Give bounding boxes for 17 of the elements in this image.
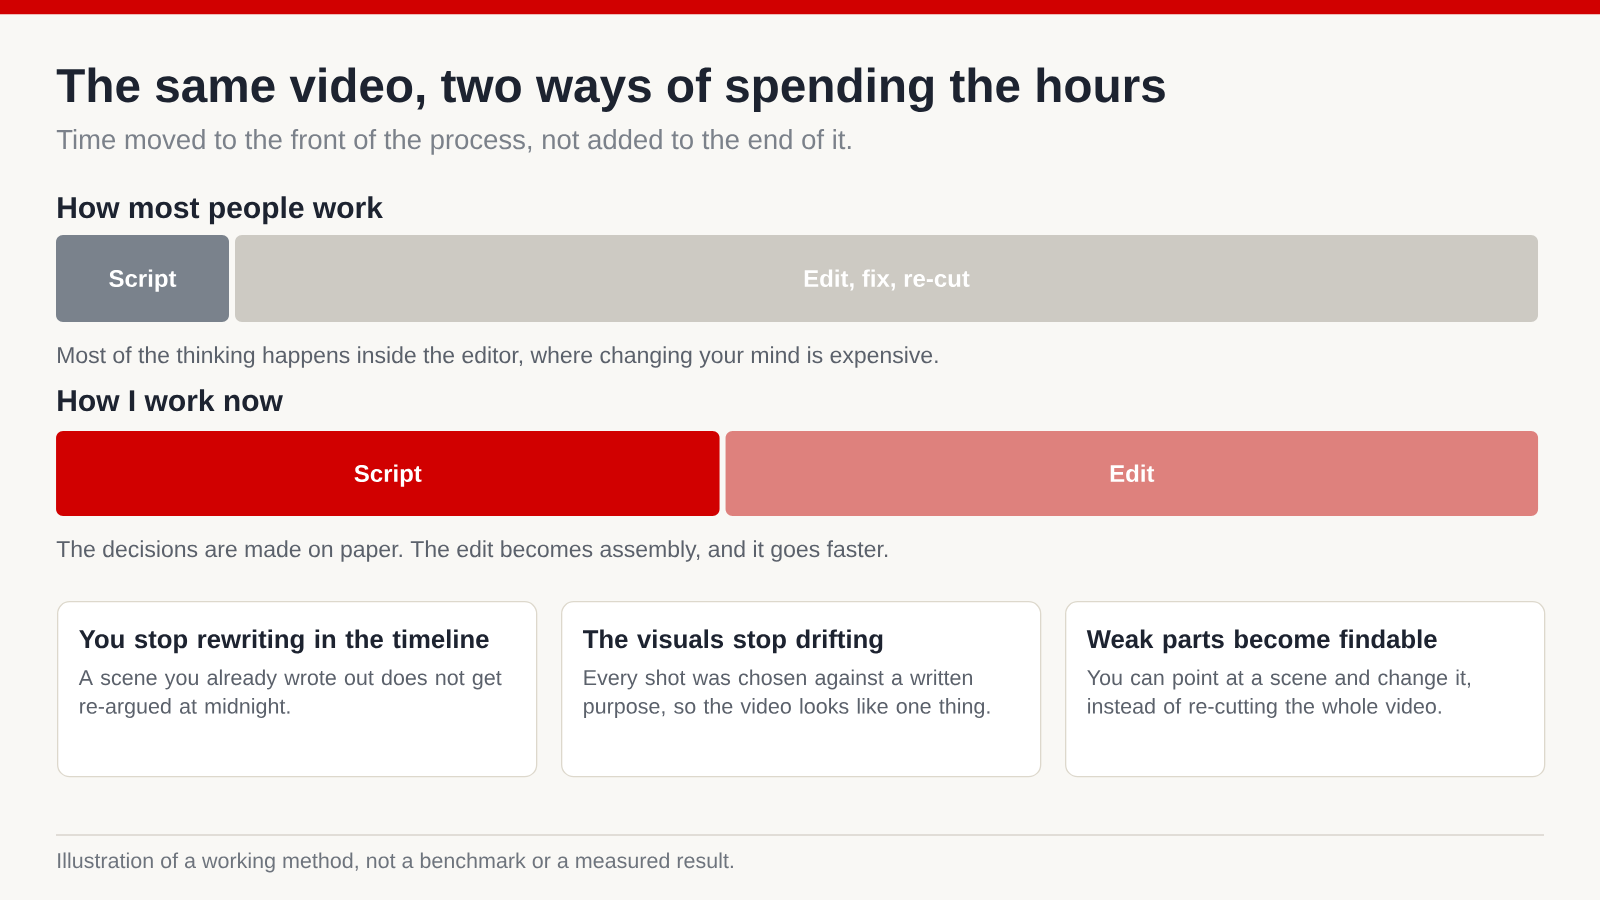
section-heading: How I work now (58, 389, 283, 412)
bar-segment: Script (56, 431, 720, 516)
card-heading: Weak parts become findable (1086, 629, 1437, 654)
bar-segment: Edit, fix, re-cut (235, 235, 1538, 322)
subtitle: Time moved to the front of the process, not added to the end of it. (56, 129, 851, 155)
card-text: Every shot was chosen against a written purpose, so the video looks like one thing. (584, 669, 990, 719)
card-heading: The visuals stop drifting (583, 629, 883, 654)
card-heading: You stop rewriting in the timeline (79, 629, 489, 654)
note-text: The decisions are made on paper. The edit becomes assembly, and it goes faster. (56, 540, 888, 562)
title: The same video, two ways of spending the hours (56, 67, 1165, 113)
bar-segment: Edit (725, 431, 1539, 516)
card-text: A scene you already wrote out does not get re-argued at midnight. (78, 669, 502, 719)
footnote: Illustration of a working method, not a benchmark or a measured result. (58, 852, 733, 873)
note-text: Most of the thinking happens inside the editor, where changing your mind is expensive. (58, 346, 938, 368)
card-text: You can point at a scene and change it, instead of re-cutting the whole video. (1087, 669, 1470, 719)
bar-segment: Script (56, 235, 229, 322)
section-heading: How most people work (58, 196, 383, 225)
